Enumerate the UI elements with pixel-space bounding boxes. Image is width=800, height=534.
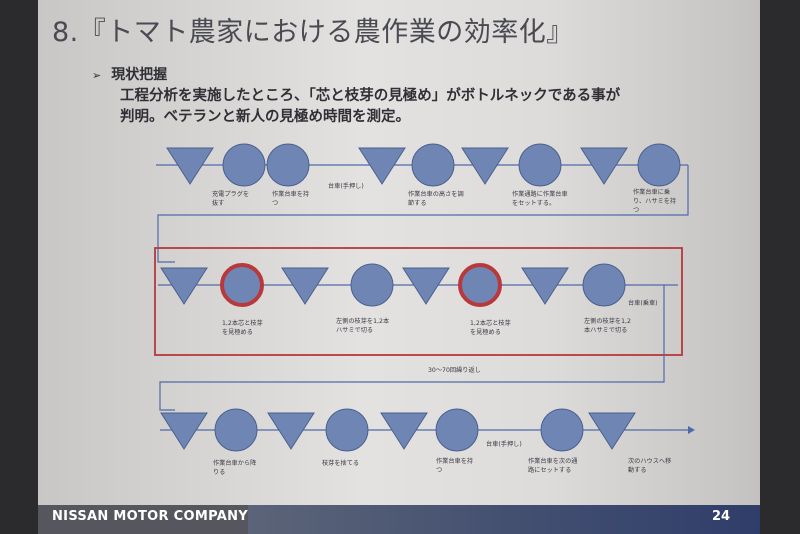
row1-step-label: 充電プラグを抜す bbox=[212, 190, 249, 207]
flow-connector-2-3 bbox=[159, 285, 665, 411]
row1-operation-circle bbox=[266, 143, 310, 187]
body-line-2: 判明。ベテランと新人の見極め時間を測定。 bbox=[120, 109, 410, 125]
row1-step-label: 作業台車に乗り、ハサミを持つ bbox=[633, 188, 676, 214]
row3-step-label: 次のハウスへ移動する bbox=[628, 457, 671, 474]
row3-step-label: 作業台車を持つ bbox=[436, 457, 473, 474]
row3-step-label: 枝芽を捨てる bbox=[322, 459, 359, 467]
process-flow-diagram: 充電プラグを抜す作業台車を持つ作業台車の高さを調節する作業通路に作業台車をセット… bbox=[154, 143, 695, 476]
row3-wait-triangle bbox=[267, 412, 315, 450]
flow-end-arrow-icon bbox=[688, 426, 695, 434]
slide-background bbox=[38, 0, 760, 534]
row3-wait-triangle bbox=[380, 412, 428, 450]
row3-operation-circle bbox=[325, 408, 369, 452]
row3-operation-circle bbox=[435, 408, 479, 452]
row3-transport-label: 台車(手押し) bbox=[486, 440, 522, 448]
row2-wait-triangle bbox=[281, 267, 329, 305]
bullet-arrow-icon: ➢ bbox=[92, 69, 102, 82]
body-line-1: 工程分析を実施したところ、「芯と枝芽の見極め」がボトルネックである事が bbox=[120, 88, 621, 104]
row2-step-label: 左側の枝芽を1,2本ハサミで切る bbox=[336, 317, 389, 334]
row1-step-label: 作業通路に作業台車をセットする。 bbox=[512, 190, 568, 207]
row3-wait-triangle bbox=[160, 412, 208, 450]
row2-wait-triangle bbox=[402, 267, 450, 305]
flow-connector-1-2 bbox=[157, 165, 689, 263]
page-number: 24 bbox=[712, 509, 731, 524]
flow-labels: 充電プラグを抜す作業台車を持つ作業台車の高さを調節する作業通路に作業台車をセット… bbox=[212, 182, 676, 476]
row1-wait-triangle bbox=[358, 147, 406, 185]
row1-step-label: 作業台車の高さを調節する bbox=[408, 190, 464, 207]
footer-band bbox=[248, 505, 760, 534]
row1-operation-circle bbox=[411, 143, 455, 187]
slide-title: 8.『トマト農家における農作業の効率化』 bbox=[52, 17, 574, 48]
row1-operation-circle bbox=[518, 143, 562, 187]
row3-wait-triangle bbox=[588, 412, 636, 450]
footer-bar bbox=[38, 505, 760, 534]
row1-wait-triangle bbox=[461, 147, 509, 185]
row1-operation-circle bbox=[637, 143, 681, 187]
bullet-label: 現状把握 bbox=[111, 67, 168, 83]
row2-step-label: 1,2本芯と枝芽を見極める bbox=[470, 319, 511, 336]
row2-transport-label: 台車(乗車) bbox=[628, 299, 658, 307]
row1-wait-triangle bbox=[580, 147, 628, 185]
slide-gradient bbox=[38, 0, 760, 534]
loop-repeat-label: 30〜70回繰り返し bbox=[428, 366, 481, 374]
bullet-heading: ➢ 現状把握 bbox=[92, 64, 167, 84]
footer-company: NISSAN MOTOR COMPANY bbox=[52, 509, 248, 524]
row1-wait-triangle bbox=[166, 147, 214, 185]
row1-step-label: 作業台車を持つ bbox=[272, 190, 309, 207]
flow-shapes bbox=[160, 143, 681, 452]
row2-operation-circle bbox=[350, 263, 394, 307]
row2-step-label: 1,2本芯と枝芽を見極める bbox=[222, 319, 263, 336]
row1-operation-circle bbox=[222, 143, 266, 187]
row3-operation-circle bbox=[540, 408, 584, 452]
row3-operation-circle bbox=[214, 408, 258, 452]
row2-bottleneck-circle bbox=[220, 263, 264, 307]
row3-step-label: 作業台車から降りる bbox=[213, 459, 256, 476]
bottleneck-highlight-box bbox=[154, 247, 683, 356]
row3-step-label: 作業台車を次の通路にセットする bbox=[528, 457, 578, 474]
row2-wait-triangle bbox=[160, 267, 208, 305]
row2-bottleneck-circle bbox=[458, 263, 502, 307]
row2-operation-circle bbox=[582, 263, 626, 307]
row1-transport-label: 台車(手押し) bbox=[328, 182, 364, 190]
row2-wait-triangle bbox=[521, 267, 569, 305]
